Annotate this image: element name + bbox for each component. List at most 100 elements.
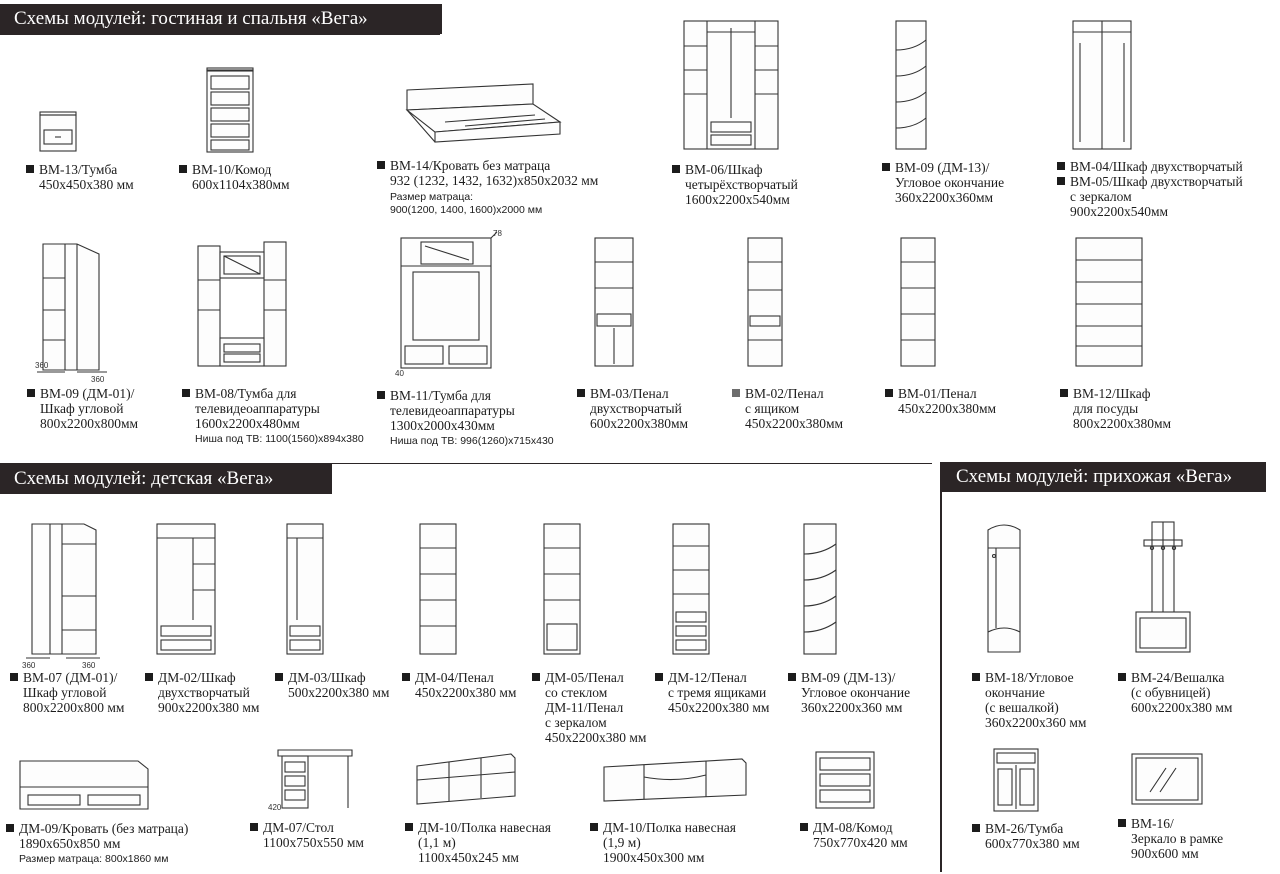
kids-corner-end-drawing xyxy=(803,523,837,655)
caption-subtitle: (1,1 м) xyxy=(418,835,456,850)
caption-size: 1100x450x245 мм xyxy=(418,850,519,865)
caption-subtitle: окончание xyxy=(985,685,1045,700)
caption-size: 600x2200x380 мм xyxy=(1131,700,1233,715)
caption-size: 360x2200x360мм xyxy=(895,190,994,205)
caption-title: ВМ-08/Тумба для xyxy=(195,386,297,401)
caption-subtitle: двухстворчатый xyxy=(158,685,250,700)
tv-unit-drawing xyxy=(197,241,287,367)
bullet xyxy=(732,389,740,397)
caption-size: 450x2200x380мм xyxy=(745,416,844,431)
caption-size: 800x2200x800 мм xyxy=(23,700,125,715)
bullet xyxy=(972,824,980,832)
caption-note: Размер матраца: xyxy=(390,191,474,203)
hall-cabinet-drawing xyxy=(993,748,1039,812)
bullet xyxy=(27,389,35,397)
caption-size: 500x2200x380 мм xyxy=(288,685,390,700)
caption-title: ДМ-12/Пенал xyxy=(668,670,747,685)
caption-subtitle: со стеклом xyxy=(545,685,608,700)
caption-title: ВМ-07 (ДМ-01)/ xyxy=(23,670,118,685)
caption-subtitle: четырёхстворчатый xyxy=(685,177,798,192)
caption-subtitle: телевидеоаппаратуры xyxy=(390,403,515,418)
caption-size: 450x2200x380 мм xyxy=(415,685,517,700)
caption-title: ВМ-10/Комод xyxy=(192,162,272,177)
caption-size: 900x600 мм xyxy=(1131,846,1199,861)
caption-size: 1890x650x850 мм xyxy=(19,836,121,851)
bullet xyxy=(672,165,680,173)
caption-title-2: ДМ-11/Пенал xyxy=(545,700,624,715)
bullet xyxy=(972,673,980,681)
caption-title-2: ВМ-05/Шкаф двухстворчатый xyxy=(1070,174,1243,189)
divider-hall xyxy=(940,462,942,872)
section-title-living: Схемы модулей: гостиная и спальня «Вега» xyxy=(0,4,442,34)
dim-label: 78 xyxy=(493,229,502,238)
caption-subtitle: двухстворчатый xyxy=(590,401,682,416)
caption-title: ВМ-09 (ДМ-13)/ xyxy=(895,160,990,175)
caption-size: 800x2200x380мм xyxy=(1073,416,1172,431)
caption-title: ВМ-03/Пенал xyxy=(590,386,669,401)
caption-title: ДМ-10/Полка навесная xyxy=(418,820,551,835)
caption-title: ВМ-16/ xyxy=(1131,816,1174,831)
bullet xyxy=(179,165,187,173)
framed-mirror-drawing xyxy=(1131,753,1203,805)
caption-subtitle: с зеркалом xyxy=(1070,189,1132,204)
dish-cabinet-drawing xyxy=(1075,237,1143,367)
bullet xyxy=(1060,389,1068,397)
bullet xyxy=(275,673,283,681)
tv-unit-2-drawing: 78 40 xyxy=(395,229,502,378)
bullet xyxy=(655,673,663,681)
dim-label: 360 xyxy=(82,661,96,670)
caption-subtitle: Шкаф угловой xyxy=(23,685,107,700)
caption-size: 600x1104x380мм xyxy=(192,177,290,192)
bullet xyxy=(885,389,893,397)
caption-size: 1100x750x550 мм xyxy=(263,835,364,850)
caption-title: ВМ-18/Угловое xyxy=(985,670,1074,685)
dim-label: 360 xyxy=(91,375,105,384)
caption-size: 450x2200x380мм xyxy=(898,401,997,416)
caption-subtitle: телевидеоаппаратуры xyxy=(195,401,320,416)
caption-subtitle: Угловое окончание xyxy=(895,175,1005,190)
section-title-hall: Схемы модулей: прихожая «Вега» xyxy=(942,462,1266,492)
caption-title: ДМ-05/Пенал xyxy=(545,670,624,685)
kids-chest-drawing xyxy=(815,751,875,809)
kids-pencil-case-drawing xyxy=(419,523,457,655)
bullet xyxy=(6,824,14,832)
nightstand-drawing xyxy=(39,111,77,152)
bullet xyxy=(405,823,413,831)
caption-size: 360x2200x360 мм xyxy=(801,700,903,715)
caption-title: ВМ-01/Пенал xyxy=(898,386,977,401)
caption-subtitle-2: (с вешалкой) xyxy=(985,700,1059,715)
hall-corner-end-drawing xyxy=(987,524,1021,653)
pencil-case-2door-drawing xyxy=(594,237,634,367)
caption-note: 900(1200, 1400, 1600)x2000 мм xyxy=(390,204,543,216)
caption-size: 450x2200x380 мм xyxy=(668,700,770,715)
caption-title: ВМ-09 (ДМ-01)/ xyxy=(40,386,135,401)
chest-drawing xyxy=(206,67,254,153)
caption-size: 360x2200x360 мм xyxy=(985,715,1087,730)
caption-size: 600x770x380 мм xyxy=(985,836,1080,851)
bullet xyxy=(250,823,258,831)
caption-subtitle: для посуды xyxy=(1073,401,1139,416)
bullet xyxy=(532,673,540,681)
caption-subtitle: (с обувницей) xyxy=(1131,685,1211,700)
kids-corner-wardrobe-drawing: 360 360 xyxy=(22,523,100,670)
caption-title: ВМ-14/Кровать без матраца xyxy=(390,158,551,173)
pencil-case-open-drawing xyxy=(900,237,936,367)
bullet xyxy=(800,823,808,831)
bullet xyxy=(1057,162,1065,170)
caption-title: ВМ-06/Шкаф xyxy=(685,162,763,177)
caption-note: Ниша под ТВ: 996(1260)x715x430 xyxy=(390,435,554,447)
caption-subtitle: Угловое окончание xyxy=(801,685,911,700)
corner-end-drawing xyxy=(895,20,927,150)
caption-size: 450x2200x380 мм xyxy=(545,730,647,745)
bullet xyxy=(10,673,18,681)
dim-label: 360 xyxy=(35,361,49,370)
hall-hanger-drawing xyxy=(1135,521,1191,653)
caption-subtitle: Зеркало в рамке xyxy=(1131,831,1224,846)
divider-kids xyxy=(0,463,932,464)
caption-size: 1900x450x300 мм xyxy=(603,850,705,865)
divider-living xyxy=(0,34,440,35)
caption-subtitle: с тремя ящиками xyxy=(668,685,767,700)
caption-subtitle-2: с зеркалом xyxy=(545,715,607,730)
bullet xyxy=(377,391,385,399)
caption-size: 1300x2000x430мм xyxy=(390,418,495,433)
